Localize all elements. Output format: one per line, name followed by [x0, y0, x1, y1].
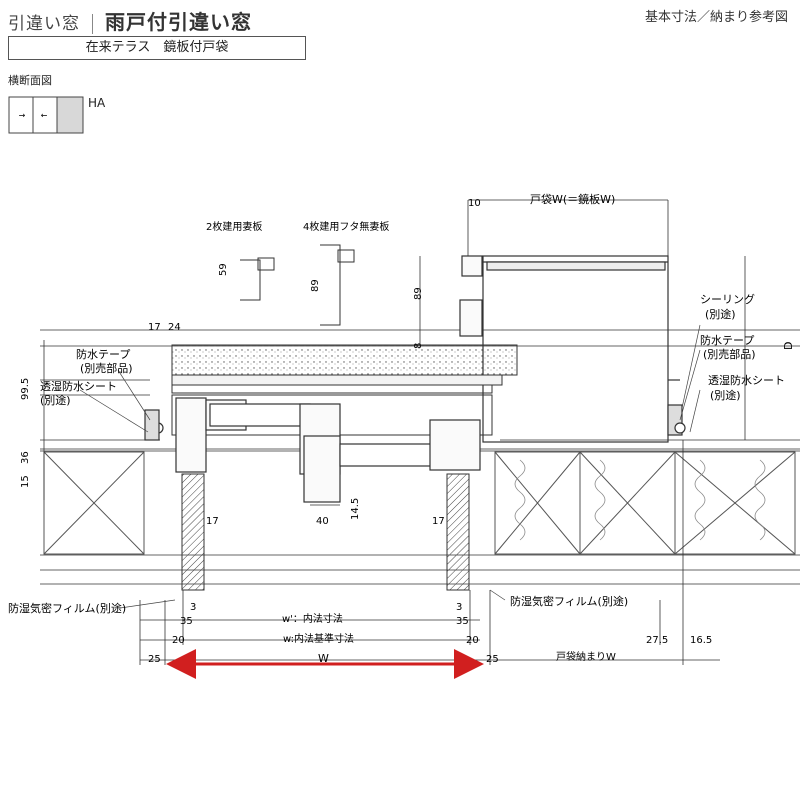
page-title: 引違い窓 雨戸付引違い窓 [8, 6, 252, 35]
dim-36: 36 [20, 451, 31, 464]
dim-20-right: 20 [466, 635, 479, 646]
subtitle-bar: 在来テラス 鏡板付戸袋 [8, 36, 306, 60]
dim-17-top: 17 [148, 322, 161, 333]
dim-89-right: 89 [413, 287, 424, 300]
label-W: W [318, 652, 329, 665]
section-label: 横断面図 [8, 74, 52, 87]
window-legend-icon: → ← [8, 96, 84, 138]
callout-sealing: シーリング [700, 292, 755, 306]
dim-17-inner-right: 17 [432, 516, 445, 527]
dim-59: 59 [218, 263, 229, 276]
sash-profiles [144, 255, 483, 503]
svg-text:←: ← [41, 111, 48, 120]
callout-separate-sealing: (別途) [705, 307, 736, 321]
dim-8: 8 [413, 343, 424, 349]
callout-film-right: 防湿気密フィルム(別途) [510, 594, 628, 608]
dimension-lines [43, 199, 746, 665]
wall-lines [40, 329, 800, 585]
callout-separate-left: (別途) [40, 393, 71, 407]
callout-sold-separately-left: (別売部品) [80, 361, 133, 375]
label-four-panel-board: 4枚建用フタ無妻板 [303, 220, 389, 233]
dim-20-left: 20 [172, 635, 185, 646]
label-shutter-box-W: 戸袋W(＝鏡板W) [530, 192, 615, 206]
label-two-panel-board: 2枚建用妻板 [206, 220, 262, 233]
callout-waterproof-tape-left: 防水テープ [76, 347, 130, 361]
shutter-box [482, 255, 686, 443]
dim-27-5: 27.5 [646, 635, 668, 646]
callout-moisture-sheet-left: 透湿防水シート [40, 379, 117, 393]
dim-35-left: 35 [180, 616, 193, 627]
dim-35-right: 35 [456, 616, 469, 627]
dim-16-5: 16.5 [690, 635, 712, 646]
dim-D: D [782, 342, 795, 350]
label-shutter-box-fit-W: 戸袋納まりW [556, 650, 616, 663]
dim-24: 24 [168, 322, 181, 333]
leader-lines [79, 324, 701, 609]
label-inner-dim-w: w:内法基準寸法 [283, 632, 354, 645]
insulation [514, 459, 766, 541]
dim-25-left: 25 [148, 654, 161, 665]
title-divider [92, 14, 93, 34]
dim-3-right: 3 [456, 602, 462, 613]
callout-separate-right: (別途) [710, 388, 741, 402]
product-title: 雨戸付引違い窓 [105, 10, 252, 34]
svg-text:→: → [19, 111, 26, 120]
left-post [181, 473, 205, 591]
dim-99-5: 99.5 [20, 378, 31, 400]
legend-code: HA [88, 96, 106, 110]
reference-label: 基本寸法／納まり参考図 [644, 10, 788, 25]
dim-40: 40 [316, 516, 329, 527]
right-post [446, 473, 470, 591]
label-inner-dim-w-prime: w'：内法寸法 [282, 612, 343, 625]
callout-moisture-sheet-right: 透湿防水シート [708, 373, 785, 387]
callout-waterproof-tape-right: 防水テープ [700, 333, 754, 347]
dim-89-left: 89 [310, 279, 321, 292]
dim-3-left: 3 [190, 602, 196, 613]
category-label: 引違い窓 [8, 14, 80, 34]
dim-15: 15 [20, 475, 31, 488]
board-profiles [240, 244, 355, 326]
dim-14-5: 14.5 [350, 498, 361, 520]
dim-25-right: 25 [486, 654, 499, 665]
callout-sold-separately-right: (別売部品) [703, 347, 756, 361]
studs [43, 451, 796, 555]
callout-film-left: 防湿気密フィルム(別途) [8, 601, 126, 615]
dim-17-inner-left: 17 [206, 516, 219, 527]
upper-frame [171, 344, 518, 436]
dim-10: 10 [468, 198, 481, 209]
